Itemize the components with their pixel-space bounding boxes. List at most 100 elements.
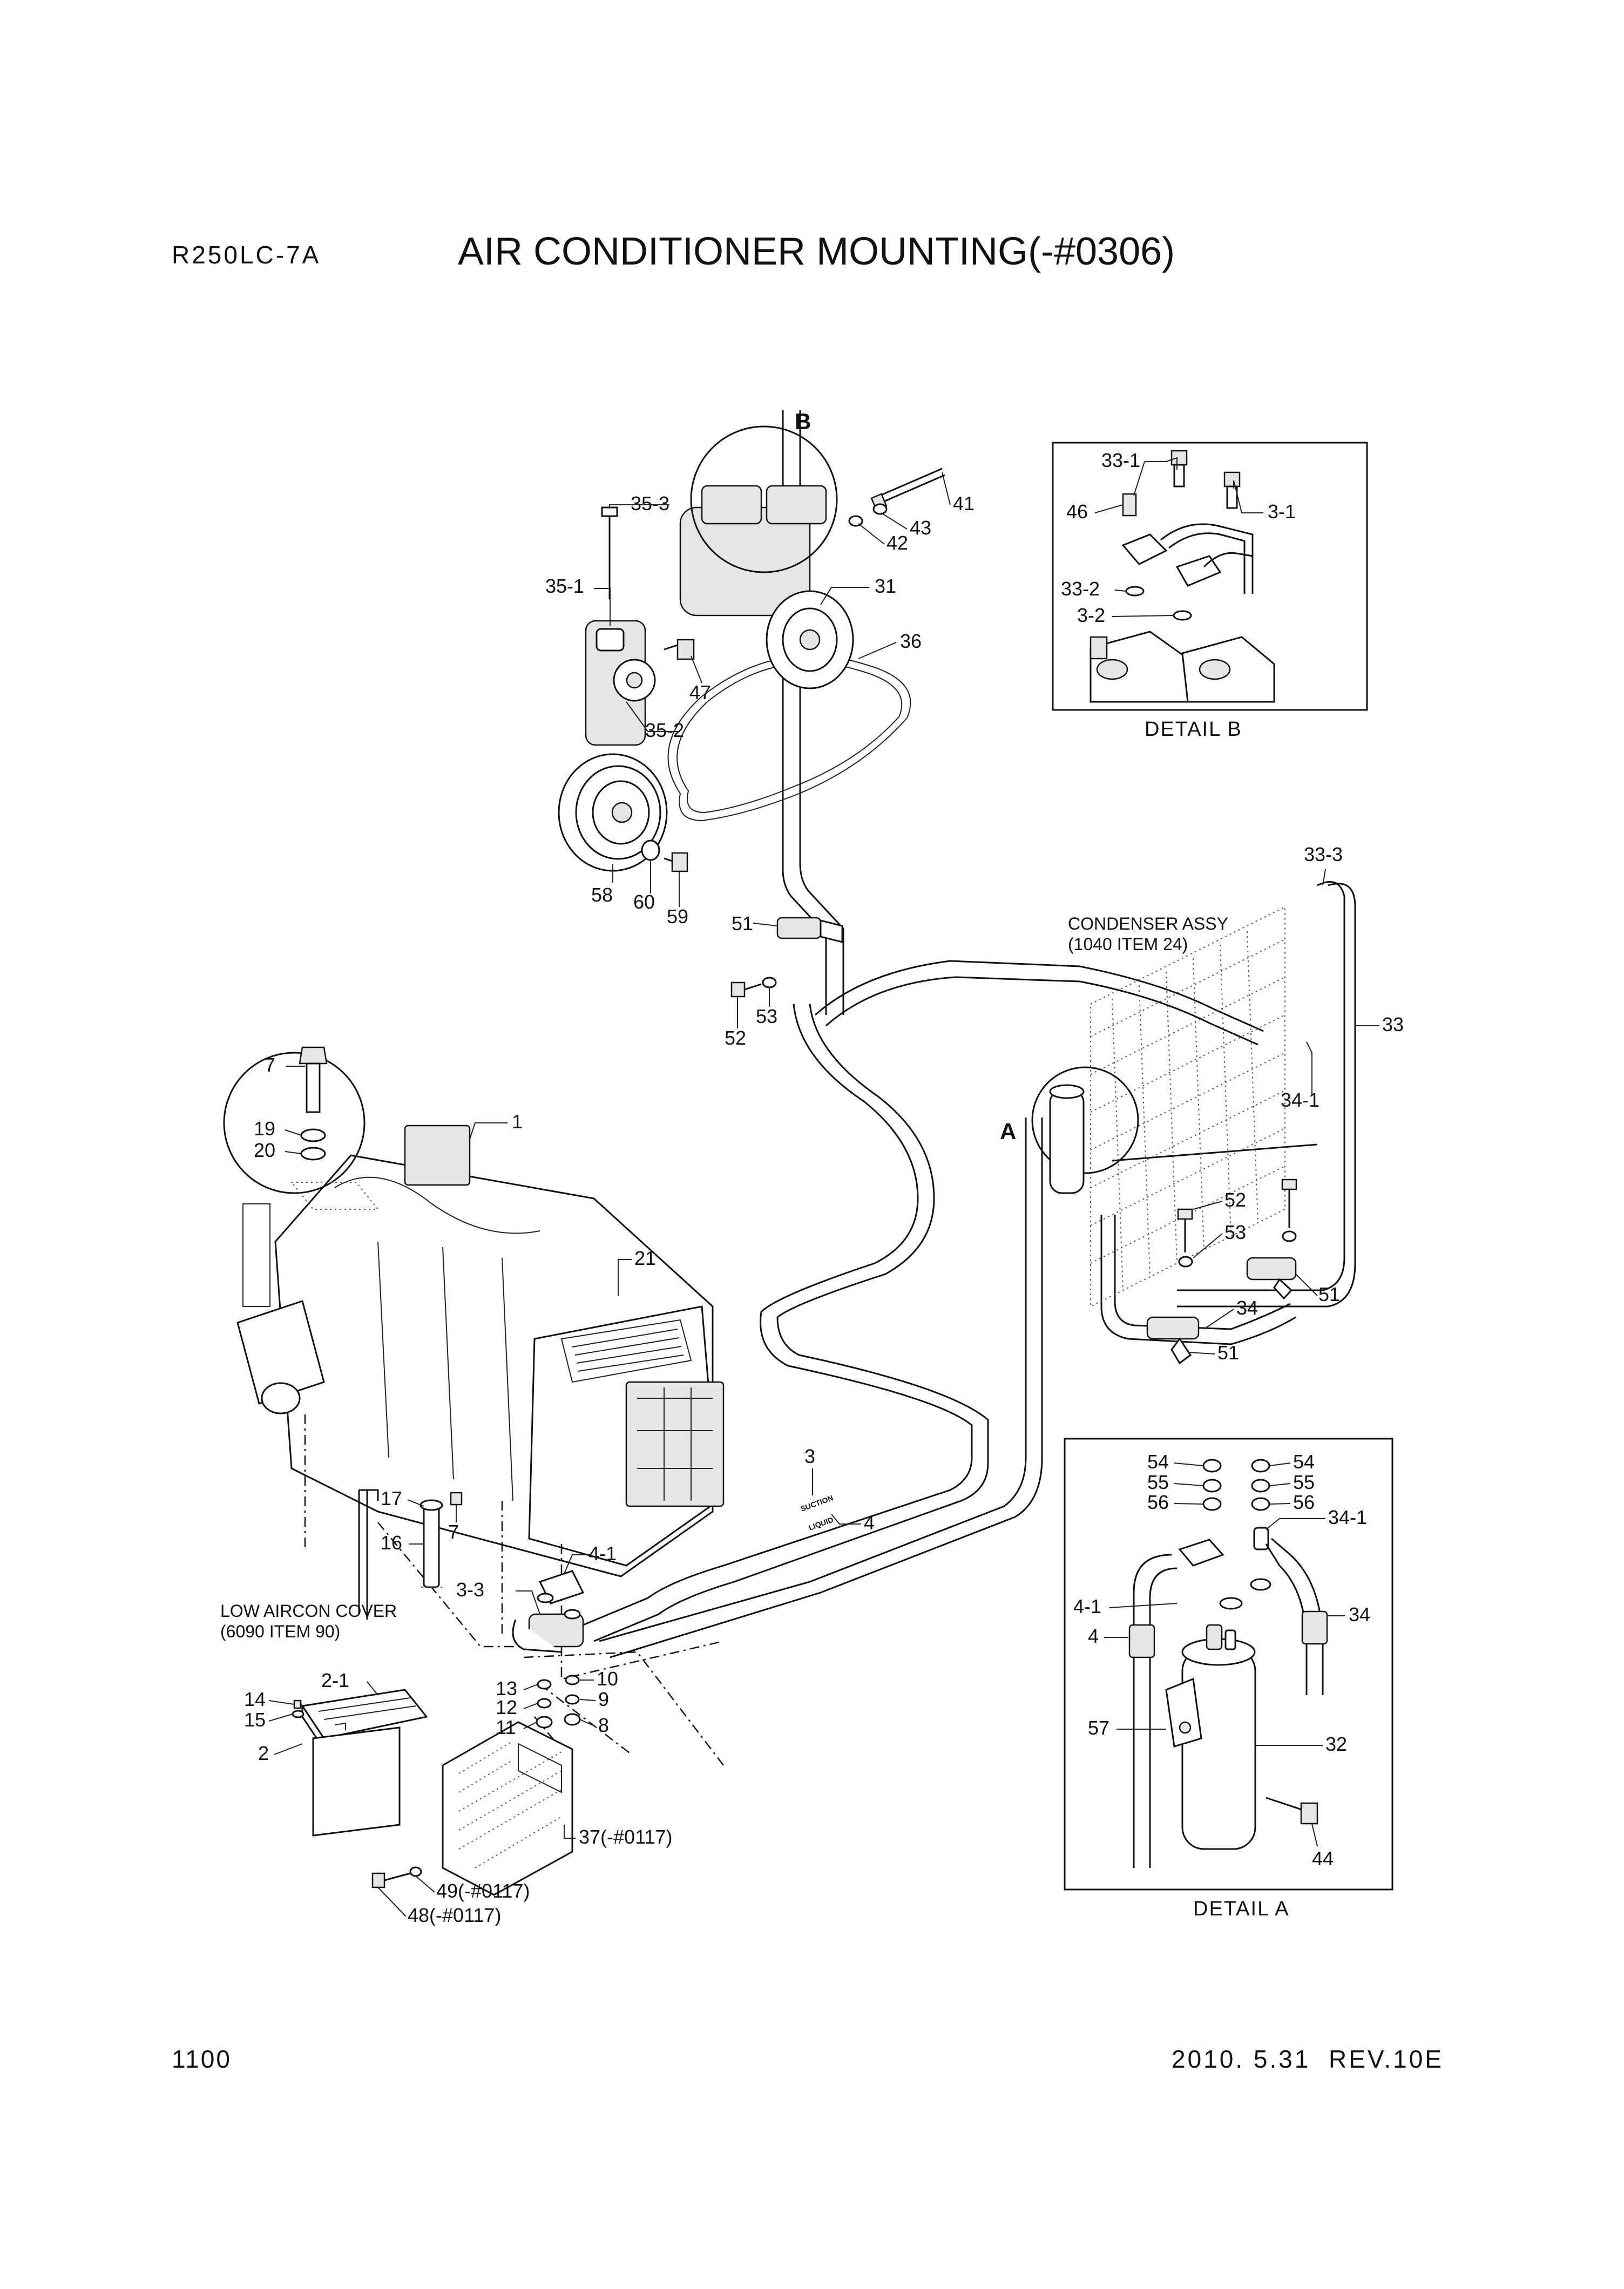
callout-13: 13	[496, 1677, 517, 1699]
control-panel	[292, 1689, 428, 1837]
callout-17: 17	[381, 1487, 402, 1509]
callout-52-upper: 52	[725, 1027, 746, 1049]
callout-36: 36	[900, 630, 922, 652]
bolt-59	[664, 852, 688, 872]
revision-stamp: 2010. 5.31 REV.10E	[1172, 2045, 1444, 2073]
callout-a-54-right: 54	[1293, 1451, 1315, 1473]
screw-48-49	[371, 1866, 422, 1888]
callout-15: 15	[244, 1709, 266, 1731]
washer-42	[848, 515, 863, 527]
bolt-52-lower	[1177, 1179, 1297, 1252]
callout-34-1-upper: 34-1	[1281, 1089, 1320, 1111]
refrigerant-hoses	[583, 410, 1356, 1658]
clamp-51-upper	[776, 917, 843, 943]
condenser-note: CONDENSER ASSY (1040 ITEM 24)	[1068, 914, 1228, 954]
model-code: R250LC-7A	[172, 241, 321, 269]
bolt-7-inset	[290, 1046, 380, 1210]
callout-53-lower: 53	[1224, 1221, 1246, 1243]
callout-9: 9	[598, 1688, 609, 1710]
detail-b-box	[1052, 442, 1368, 711]
callout-35-2: 35-2	[645, 719, 684, 741]
callout-35-1: 35-1	[545, 575, 584, 597]
detail-a-box	[1064, 1438, 1393, 1891]
callout-60: 60	[633, 891, 655, 913]
cover-note-line-1: LOW AIRCON COVER	[220, 1601, 397, 1621]
callout-3-3: 3-3	[456, 1579, 484, 1601]
page-number: 1100	[172, 2045, 232, 2073]
washer-53-lower-right	[1282, 1230, 1297, 1242]
washer-53-upper	[762, 977, 777, 988]
callout-31: 31	[875, 575, 896, 597]
condenser-assy	[1090, 906, 1285, 1308]
callout-3: 3	[804, 1445, 815, 1467]
callout-59: 59	[667, 905, 688, 927]
callout-49: 49(-#0117)	[436, 1880, 530, 1902]
callout-a-32: 32	[1325, 1733, 1347, 1755]
callout-51-right: 51	[1318, 1283, 1340, 1305]
callout-a-55-left: 55	[1147, 1471, 1169, 1493]
callout-a-34: 34	[1349, 1603, 1370, 1626]
clamp-51-lower-left	[1146, 1316, 1200, 1365]
detail-a-caption: DETAIL A	[1193, 1898, 1290, 1920]
clamp-51-lower-right	[1246, 1257, 1297, 1300]
callout-48: 48(-#0117)	[408, 1904, 501, 1926]
detail-b-drawing	[1090, 450, 1275, 703]
callout-a-44: 44	[1312, 1847, 1334, 1870]
callout-19: 19	[254, 1118, 275, 1140]
inset-circle-bolt-7	[223, 1052, 366, 1194]
callout-53-upper: 53	[756, 1005, 777, 1027]
cover-panel-37	[442, 1721, 573, 1896]
bracket-35-1	[585, 620, 656, 746]
callout-4-1: 4-1	[588, 1542, 617, 1565]
callout-7-lower: 7	[448, 1521, 459, 1543]
callout-51-lower: 51	[1217, 1342, 1239, 1364]
callout-33: 33	[1382, 1013, 1404, 1035]
callout-33-3: 33-3	[1304, 843, 1343, 865]
detail-a-drawing	[1128, 1459, 1328, 1868]
callout-4: 4	[864, 1512, 875, 1534]
callout-21: 21	[634, 1247, 656, 1269]
detail-b-circle	[690, 425, 838, 573]
expansion-block	[512, 1570, 585, 1653]
callout-7-inset: 7	[265, 1054, 275, 1076]
callout-leaders	[268, 457, 1379, 1917]
bolt-47	[664, 639, 695, 660]
callout-41: 41	[953, 492, 975, 514]
washer-53-lower	[1178, 1256, 1193, 1268]
cover-note-line-2: (6090 ITEM 90)	[220, 1622, 340, 1641]
callout-11: 11	[496, 1716, 516, 1738]
callout-14: 14	[244, 1688, 266, 1710]
callout-2-1: 2-1	[321, 1669, 349, 1691]
condenser-note-line-2: (1040 ITEM 24)	[1068, 934, 1188, 954]
callout-52-lower: 52	[1224, 1189, 1246, 1211]
washer-60	[641, 839, 660, 861]
suction-hose-label: SUCTION	[800, 1493, 835, 1513]
callout-37: 37(-#0117)	[579, 1826, 672, 1848]
callout-47: 47	[689, 681, 711, 703]
callout-a-54-left: 54	[1147, 1451, 1169, 1473]
washer-43	[872, 503, 888, 515]
detail-b-caption: DETAIL B	[1145, 718, 1242, 741]
nuts-8-13	[536, 1675, 581, 1729]
evaporator-unit	[236, 1125, 725, 1577]
low-aircon-cover-frame	[358, 1489, 379, 1620]
low-aircon-cover-note: LOW AIRCON COVER (6090 ITEM 90)	[220, 1601, 397, 1641]
callout-b-33-1: 33-1	[1101, 449, 1140, 471]
callout-a-4-1: 4-1	[1073, 1595, 1101, 1617]
callout-58: 58	[591, 884, 613, 906]
detail-a-marker: A	[1000, 1119, 1016, 1144]
callout-2: 2	[258, 1742, 269, 1764]
callout-20: 20	[254, 1139, 275, 1161]
detail-b-marker: B	[795, 409, 811, 434]
callout-a-34-1: 34-1	[1328, 1506, 1367, 1528]
callout-34-upper: 34	[1236, 1297, 1258, 1319]
receiver-drier	[1049, 1084, 1085, 1194]
callout-8: 8	[598, 1714, 609, 1736]
callout-a-55-right: 55	[1293, 1471, 1315, 1493]
callout-a-56-left: 56	[1147, 1491, 1169, 1513]
callout-10: 10	[597, 1668, 618, 1690]
callout-35-3: 35-3	[631, 492, 669, 514]
callout-42: 42	[887, 532, 908, 554]
cover-16-17	[419, 1492, 463, 1588]
